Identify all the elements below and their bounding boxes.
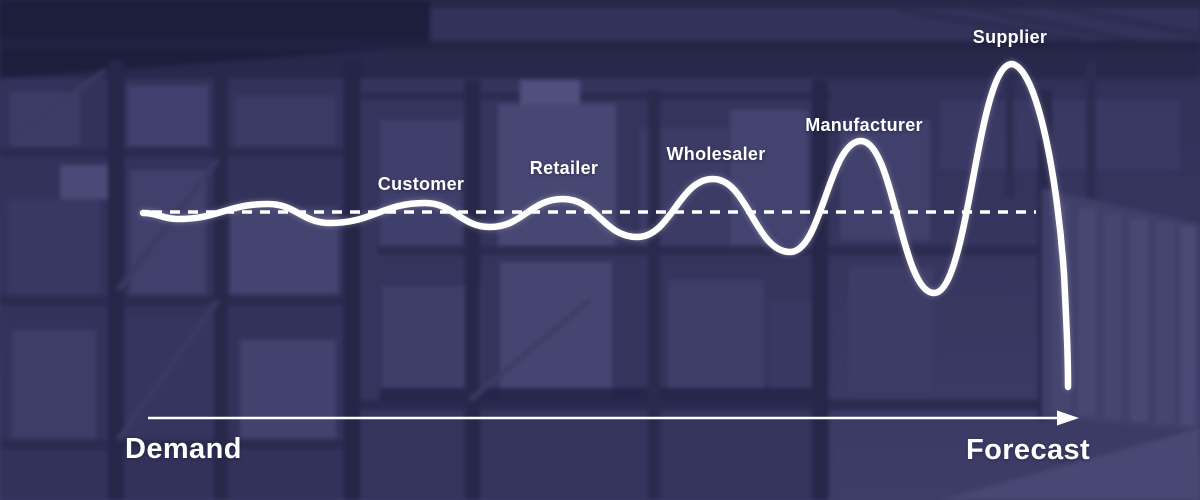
stage-label-manufacturer: Manufacturer: [805, 115, 923, 135]
stage-label-supplier: Supplier: [972, 27, 1048, 47]
stage-label-wholesaler: Wholesaler: [666, 144, 766, 164]
demand-oscillation-wave: [139, 60, 1072, 391]
axis-label-forecast: Forecast: [966, 434, 1091, 466]
axis-label-demand: Demand: [125, 433, 242, 465]
stage-label-customer: Customer: [377, 174, 465, 194]
demand-forecast-axis-arrow: [148, 410, 1079, 426]
arrowhead-icon: [1057, 410, 1079, 426]
stage-label-retailer: Retailer: [529, 158, 599, 178]
